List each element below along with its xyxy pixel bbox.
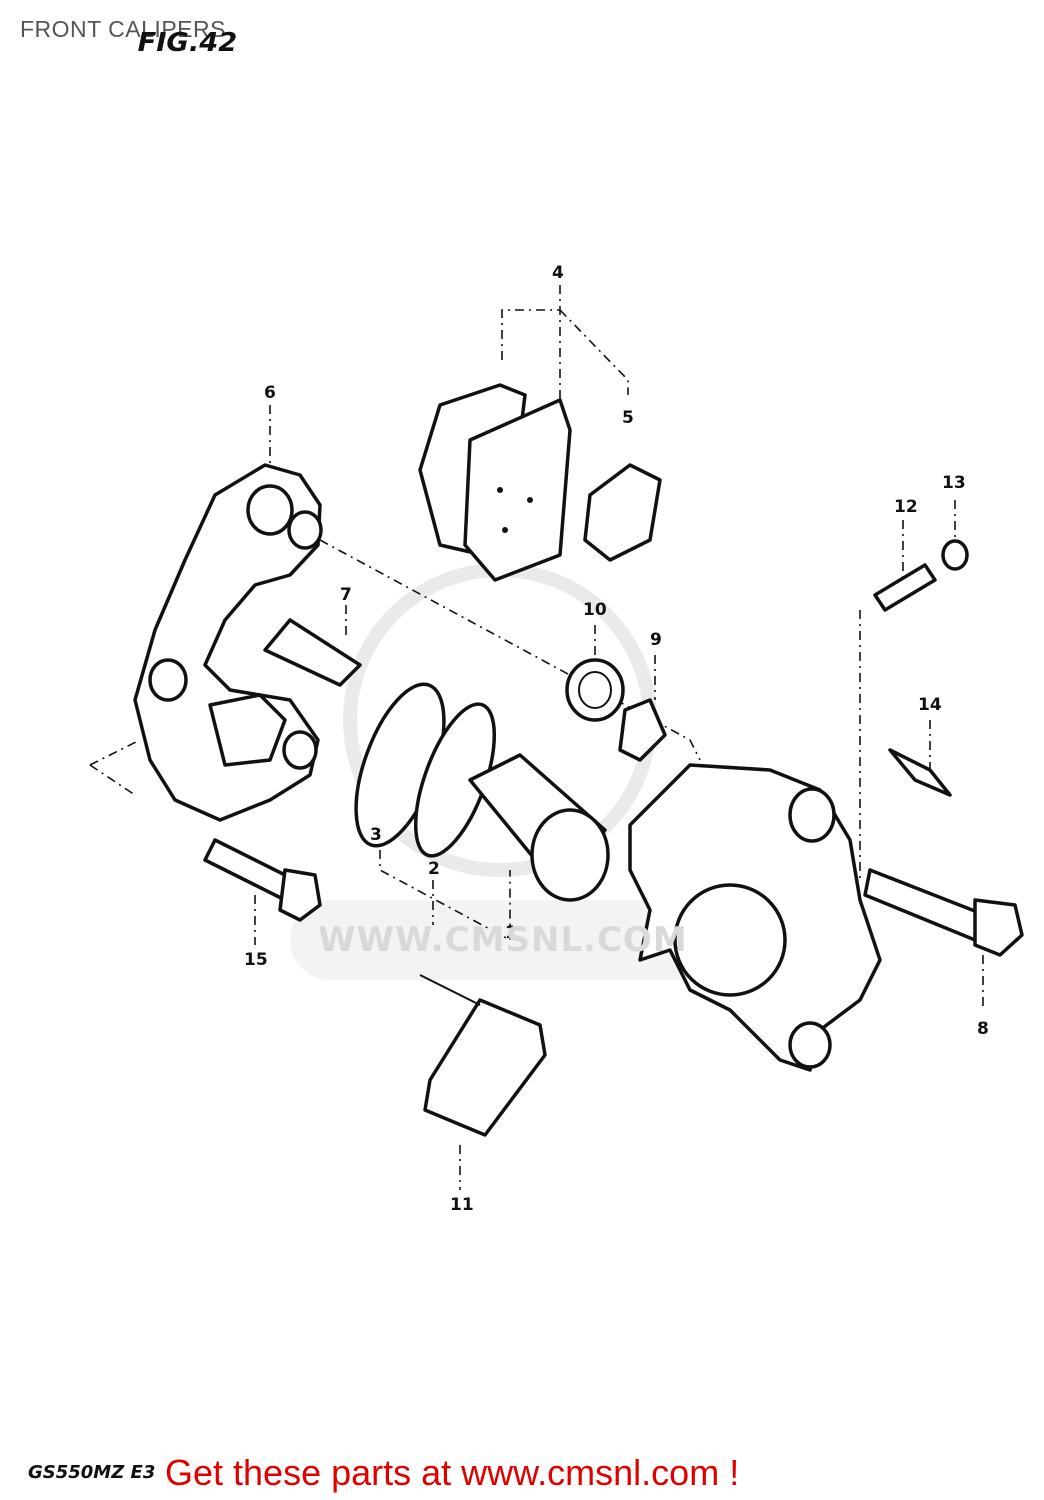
callout-4: 4 (552, 263, 564, 283)
caliper-bracket-part (133, 463, 323, 822)
figure-number: FIG.42 (137, 28, 238, 58)
callout-2: 2 (428, 859, 440, 879)
watermark-text: WWW.CMSNL.COM (318, 920, 688, 960)
callout-labels: 1 2 3 4 5 6 7 8 9 10 11 12 13 14 15 (244, 263, 989, 1215)
bleeder-screw-part (873, 563, 937, 612)
callout-1: 1 (505, 923, 517, 943)
callout-5: 5 (622, 408, 634, 428)
callout-11: 11 (450, 1195, 474, 1215)
callout-14: 14 (918, 695, 942, 715)
mounting-bolt-part (203, 838, 322, 922)
model-code: GS550MZ E3 (28, 1462, 156, 1483)
dust-boot-part (565, 658, 625, 722)
callout-13: 13 (942, 473, 966, 493)
piston-part (468, 753, 610, 902)
callout-15: 15 (244, 950, 268, 970)
callout-10: 10 (583, 600, 607, 620)
callout-3: 3 (370, 825, 382, 845)
caliper-body-part (628, 763, 882, 1072)
callout-9: 9 (650, 630, 662, 650)
retainer-clip-part (888, 748, 952, 797)
callout-6: 6 (264, 383, 276, 403)
cta-link[interactable]: Get these parts at www.cmsnl.com ! (165, 1452, 740, 1493)
bleeder-cap-part (941, 539, 969, 571)
brake-pads-part (418, 383, 572, 582)
callout-12: 12 (894, 497, 918, 517)
page-title: FRONT CALIPERS (20, 16, 226, 42)
callout-8: 8 (977, 1019, 989, 1039)
spring-wire-part (419, 974, 481, 1006)
callout-7: 7 (340, 585, 352, 605)
pad-spring-part (263, 618, 362, 687)
bleed-cap-part (618, 698, 667, 762)
caliper-axle-bolt-part (863, 868, 1024, 957)
anti-rattle-spring-part (423, 998, 547, 1137)
pad-shim-part (583, 463, 662, 562)
